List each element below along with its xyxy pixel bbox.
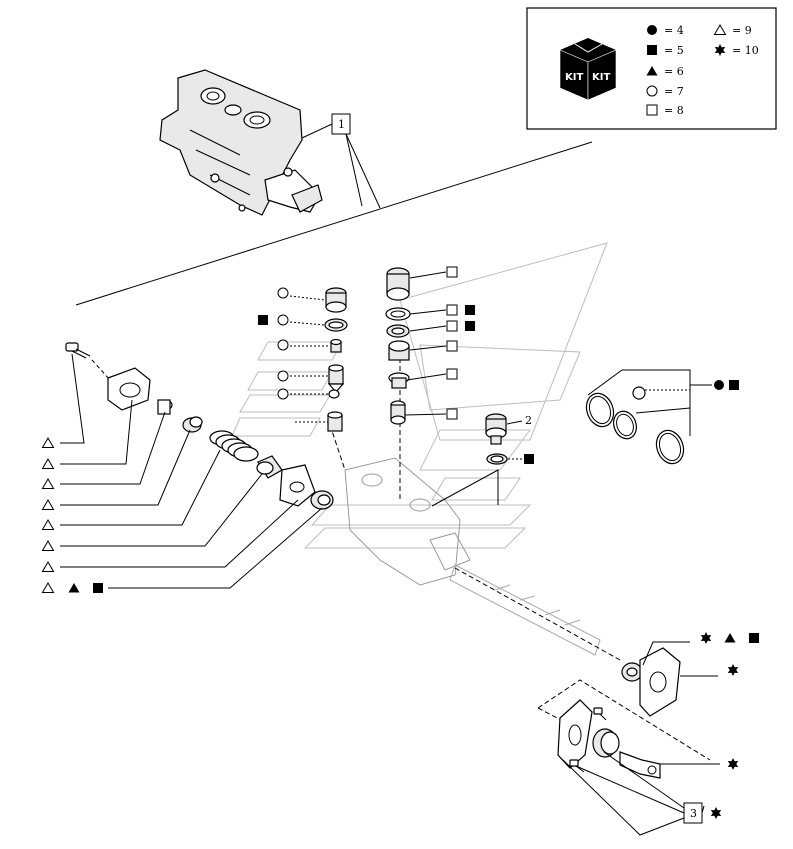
bolt — [65, 342, 91, 359]
end-cap — [107, 367, 151, 411]
spring — [209, 430, 259, 462]
svg-text:3: 3 — [690, 807, 697, 820]
lever-kit-group — [537, 679, 739, 779]
legend-item-filled-triangle: = 6 — [646, 65, 684, 78]
callout-2-label: 2 — [525, 414, 532, 427]
legend-item-star: = 10 — [714, 44, 759, 57]
ghost-shading — [231, 242, 608, 549]
seal-ring-c — [386, 324, 410, 338]
svg-text:= 5: = 5 — [664, 44, 684, 57]
kit-text-left: KIT — [565, 72, 583, 83]
lever-boss — [592, 728, 620, 758]
svg-text:= 6: = 6 — [664, 65, 684, 78]
bushing — [256, 455, 283, 479]
check-valve-seat — [327, 411, 343, 432]
valve-body-assembly — [159, 69, 323, 216]
relief-valve-cartridge: 2 — [485, 413, 532, 445]
relief-poppet — [390, 400, 406, 425]
o-ring-set — [585, 369, 739, 465]
bolt-upper — [593, 707, 607, 721]
kit-legend: KIT KIT = 4 = 5 = 6 = 7 = 8 = 9 — [526, 7, 777, 130]
left-exploded-parts — [65, 342, 334, 510]
svg-text:= 4: = 4 — [664, 24, 684, 37]
seal-ring-b — [385, 307, 411, 321]
kit-text-right: KIT — [592, 72, 610, 83]
svg-text:1: 1 — [338, 118, 345, 131]
top-center-parts — [258, 266, 475, 432]
valve-cap — [388, 372, 410, 389]
seal-ring-a — [324, 318, 348, 332]
plug-large — [386, 267, 410, 301]
poppet — [327, 364, 345, 393]
callout-3: 3 — [562, 751, 722, 836]
legend-item-filled-square: = 5 — [647, 44, 684, 57]
spool-end-flange — [621, 632, 759, 717]
spring-cup — [182, 416, 203, 433]
o-ring — [310, 490, 334, 510]
legend-item-open-square: = 8 — [646, 104, 684, 117]
small-seal — [328, 389, 340, 399]
piston — [388, 340, 410, 361]
flange-plate — [279, 464, 316, 507]
section-divider — [75, 141, 593, 306]
clevis-pin — [619, 751, 661, 779]
legend-item-open-circle: = 7 — [646, 85, 684, 98]
relief-valve-seal — [486, 453, 534, 465]
kit-box-icon: KIT KIT — [559, 38, 617, 101]
callout-1: 1 — [301, 113, 381, 209]
legend-item-open-triangle: = 9 — [714, 24, 752, 37]
small-pin — [330, 338, 342, 353]
left-callout-symbols — [42, 353, 323, 593]
svg-text:= 8: = 8 — [664, 104, 684, 117]
svg-text:= 10: = 10 — [732, 44, 759, 57]
legend-item-filled-circle: = 4 — [647, 24, 684, 37]
svg-text:= 7: = 7 — [664, 85, 684, 98]
svg-text:= 9: = 9 — [732, 24, 752, 37]
adjust-screw — [157, 399, 173, 415]
plug — [325, 287, 347, 313]
